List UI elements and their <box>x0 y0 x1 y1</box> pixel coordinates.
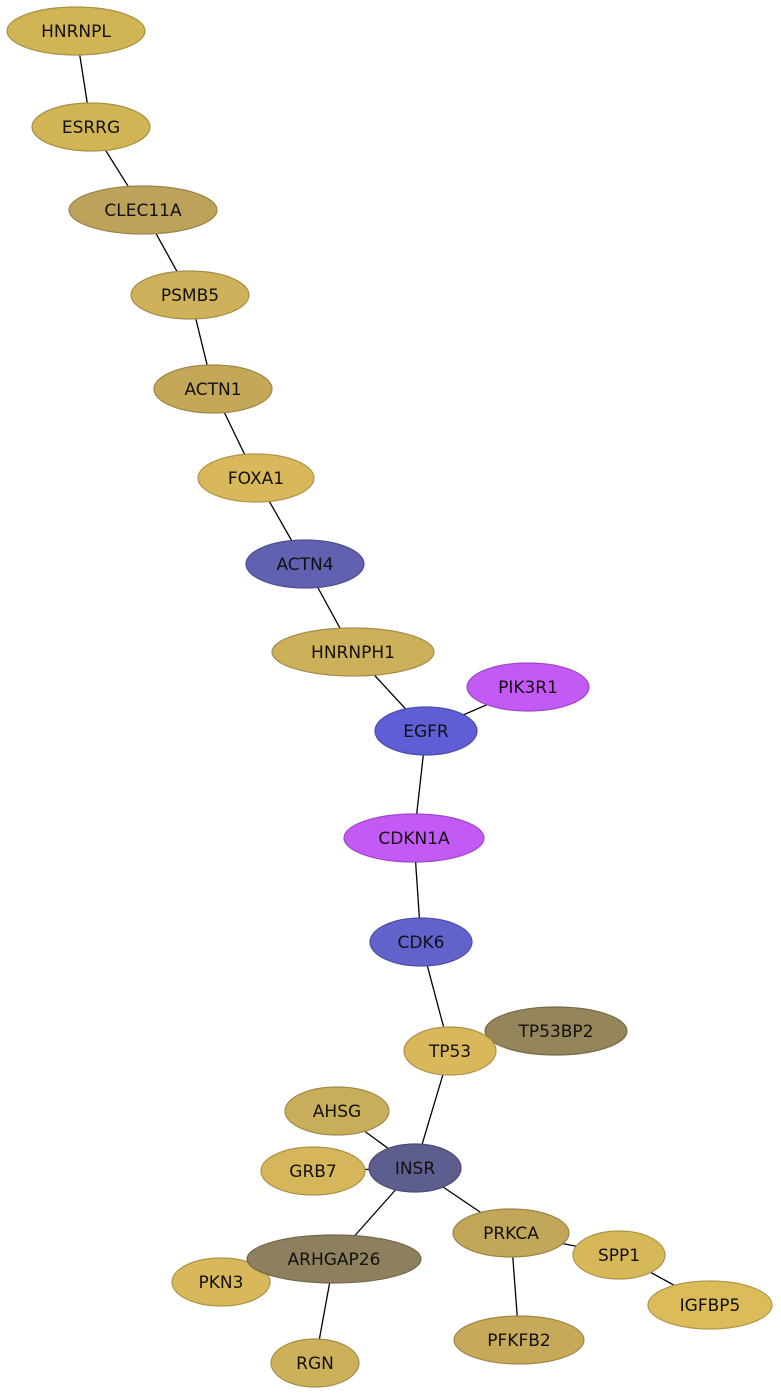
node-label: TP53 <box>428 1042 471 1062</box>
node-ellipse[interactable] <box>153 364 273 414</box>
node-label: ARHGAP26 <box>288 1250 381 1270</box>
node-rgn[interactable]: RGN <box>270 1338 360 1388</box>
node-label: SPP1 <box>598 1246 640 1266</box>
node-ellipse[interactable] <box>368 1143 462 1193</box>
node-actn4[interactable]: ACTN4 <box>245 539 365 589</box>
node-label: PSMB5 <box>161 286 219 306</box>
node-label: ACTN4 <box>276 555 333 575</box>
node-ellipse[interactable] <box>130 270 250 320</box>
node-ellipse[interactable] <box>374 706 478 756</box>
node-ellipse[interactable] <box>6 6 146 56</box>
node-label: EGFR <box>403 722 449 742</box>
node-hnrnph1[interactable]: HNRNPH1 <box>271 627 435 677</box>
node-spp1[interactable]: SPP1 <box>572 1230 666 1280</box>
node-label: ACTN1 <box>184 380 241 400</box>
node-pfkfb2[interactable]: PFKFB2 <box>453 1315 585 1365</box>
node-label: FOXA1 <box>228 469 284 489</box>
node-actn1[interactable]: ACTN1 <box>153 364 273 414</box>
node-tp53bp2[interactable]: TP53BP2 <box>484 1006 628 1056</box>
node-insr[interactable]: INSR <box>368 1143 462 1193</box>
node-label: IGFBP5 <box>680 1296 741 1316</box>
node-cdkn1a[interactable]: CDKN1A <box>343 813 485 863</box>
node-label: HNRNPH1 <box>311 643 395 663</box>
node-label: CDKN1A <box>378 829 450 849</box>
node-ellipse[interactable] <box>453 1315 585 1365</box>
node-ellipse[interactable] <box>369 917 473 967</box>
node-ellipse[interactable] <box>284 1086 390 1136</box>
node-label: PFKFB2 <box>487 1331 550 1351</box>
node-arhgap26[interactable]: ARHGAP26 <box>246 1234 422 1284</box>
node-label: RGN <box>296 1354 334 1374</box>
node-ellipse[interactable] <box>270 1338 360 1388</box>
node-label: ESRRG <box>62 118 120 138</box>
node-tp53[interactable]: TP53 <box>403 1026 497 1076</box>
node-ellipse[interactable] <box>68 185 218 235</box>
node-clec11a[interactable]: CLEC11A <box>68 185 218 235</box>
node-label: PIK3R1 <box>498 678 558 698</box>
node-prkca[interactable]: PRKCA <box>452 1208 570 1258</box>
node-label: PKN3 <box>199 1273 244 1293</box>
node-ellipse[interactable] <box>31 102 151 152</box>
node-esrrg[interactable]: ESRRG <box>31 102 151 152</box>
node-igfbp5[interactable]: IGFBP5 <box>647 1280 773 1330</box>
node-cdk6[interactable]: CDK6 <box>369 917 473 967</box>
node-ellipse[interactable] <box>484 1006 628 1056</box>
node-psmb5[interactable]: PSMB5 <box>130 270 250 320</box>
node-ellipse[interactable] <box>260 1146 366 1196</box>
node-ellipse[interactable] <box>171 1257 271 1307</box>
node-ellipse[interactable] <box>246 1234 422 1284</box>
node-label: CLEC11A <box>104 201 182 221</box>
node-pik3r1[interactable]: PIK3R1 <box>466 662 590 712</box>
node-ellipse[interactable] <box>245 539 365 589</box>
node-label: PRKCA <box>483 1224 539 1244</box>
node-ellipse[interactable] <box>403 1026 497 1076</box>
node-ellipse[interactable] <box>466 662 590 712</box>
node-label: AHSG <box>313 1102 361 1122</box>
node-foxa1[interactable]: FOXA1 <box>197 453 315 503</box>
node-label: GRB7 <box>289 1162 336 1182</box>
node-ahsg[interactable]: AHSG <box>284 1086 390 1136</box>
nodes-layer: HNRNPL ESRRG CLEC11A PSMB5ACTN1FOXA1ACTN4HN… <box>6 6 773 1388</box>
node-egfr[interactable]: EGFR <box>374 706 478 756</box>
node-label: CDK6 <box>398 933 445 953</box>
node-ellipse[interactable] <box>271 627 435 677</box>
node-hnrnpl[interactable]: HNRNPL <box>6 6 146 56</box>
node-ellipse[interactable] <box>343 813 485 863</box>
node-ellipse[interactable] <box>647 1280 773 1330</box>
node-ellipse[interactable] <box>452 1208 570 1258</box>
node-label: TP53BP2 <box>518 1022 594 1042</box>
node-pkn3[interactable]: PKN3 <box>171 1257 271 1307</box>
node-label: INSR <box>395 1159 436 1179</box>
node-ellipse[interactable] <box>572 1230 666 1280</box>
node-grb7[interactable]: GRB7 <box>260 1146 366 1196</box>
node-label: HNRNPL <box>41 22 111 42</box>
node-ellipse[interactable] <box>197 453 315 503</box>
